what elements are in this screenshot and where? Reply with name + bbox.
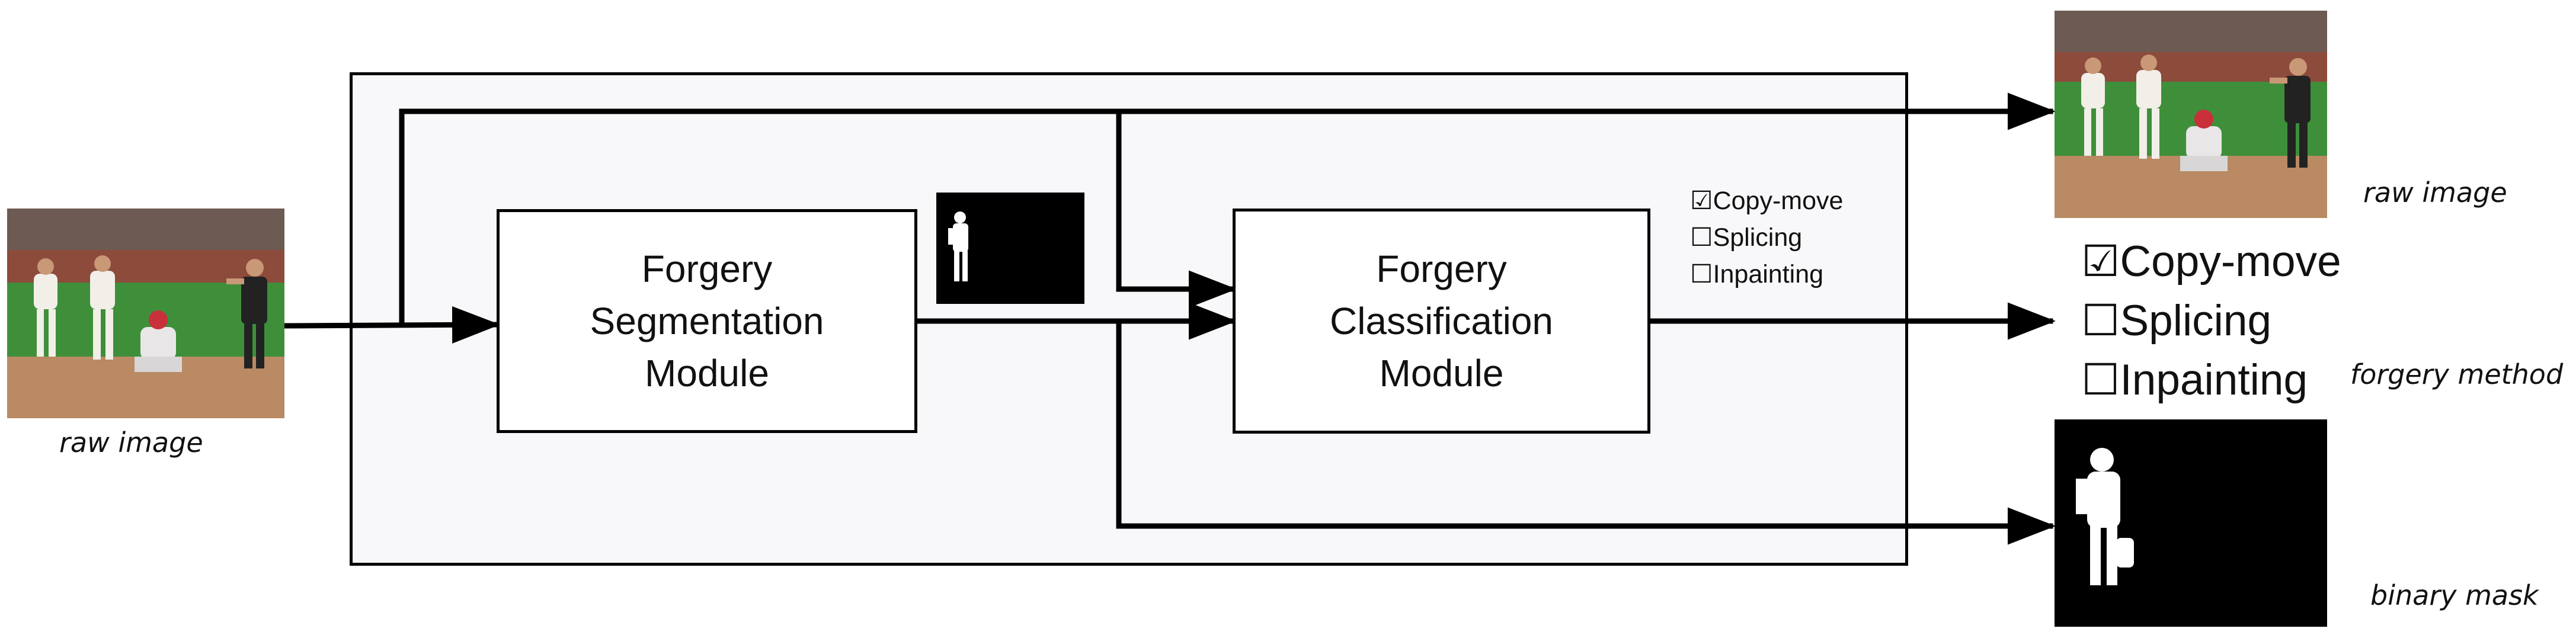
output-raw-caption: raw image	[2363, 177, 2507, 209]
arrow-input-to-segmentation	[281, 306, 500, 344]
segmentation-module-line1: Forgery	[641, 248, 773, 290]
checkbox-empty-icon: ☐	[2081, 356, 2120, 404]
method-option-row: ☐ Splicing	[2081, 291, 2341, 351]
method-option-row: ☑ Copy-move	[1690, 182, 1843, 219]
arrow-raw-to-classification	[1116, 108, 1237, 308]
method-option-label: Inpainting	[2120, 356, 2308, 404]
segmentation-module-line2: Segmentation	[590, 300, 824, 342]
intermediate-binary-mask	[936, 193, 1084, 304]
method-option-row: ☐ Splicing	[1690, 219, 1843, 256]
method-option-label: Copy-move	[2120, 238, 2341, 286]
method-option-label: Copy-move	[1713, 187, 1844, 215]
method-option-label: Splicing	[1713, 223, 1803, 252]
method-option-row: ☐ Inpainting	[1690, 256, 1843, 293]
forgery-classification-module: Forgery Classification Module	[1233, 209, 1650, 434]
forgery-segmentation-module: Forgery Segmentation Module	[497, 209, 917, 433]
method-option-label: Splicing	[2120, 297, 2272, 345]
classification-module-line2: Classification	[1329, 300, 1554, 342]
checkbox-empty-icon: ☐	[1690, 260, 1713, 288]
classification-module-line3: Module	[1379, 352, 1504, 395]
output-binary-mask	[2055, 419, 2327, 627]
checkbox-checked-icon: ☑	[1690, 187, 1713, 215]
method-options-output: ☑ Copy-move ☐ Splicing ☐ Inpainting	[2081, 232, 2341, 410]
arrow-to-raw-image-output	[399, 92, 2056, 328]
method-options-intermediate: ☑ Copy-move ☐ Splicing ☐ Inpainting	[1690, 182, 1843, 293]
segmentation-module-line3: Module	[645, 352, 769, 395]
classification-module-line1: Forgery	[1376, 248, 1507, 290]
checkbox-empty-icon: ☐	[1690, 223, 1713, 252]
method-option-row: ☐ Inpainting	[2081, 351, 2341, 410]
input-raw-image	[7, 209, 284, 418]
method-option-row: ☑ Copy-move	[2081, 232, 2341, 291]
input-caption: raw image	[59, 427, 203, 459]
output-method-caption: forgery method	[2350, 358, 2564, 390]
method-option-label: Inpainting	[1713, 260, 1824, 288]
arrow-to-binary-mask-output	[1116, 318, 2056, 545]
output-mask-caption: binary mask	[2370, 579, 2539, 611]
checkbox-checked-icon: ☑	[2081, 238, 2120, 286]
checkbox-empty-icon: ☐	[2081, 297, 2120, 345]
output-raw-image	[2055, 11, 2327, 218]
